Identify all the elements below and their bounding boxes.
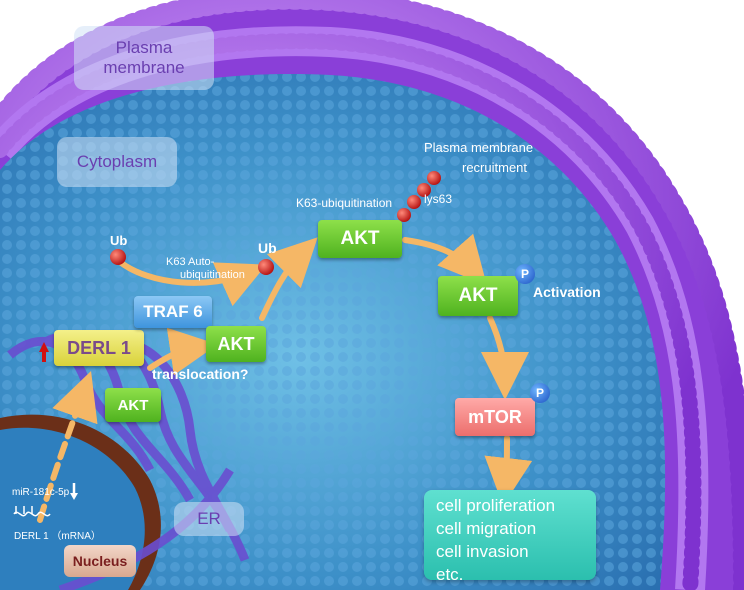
translocation-label: translocation? [152,366,249,382]
nucleus-region-label: Nucleus [64,545,136,577]
pm-recruitment-label-line1: Plasma membrane [424,140,534,155]
akt-translocated-box: AKT [206,326,266,362]
mir-label: miR-181c-5p [12,487,70,498]
plasma-membrane-label: Plasma membrane [103,38,185,77]
outcome-item: etc. [436,565,464,584]
plasma-membrane-region-label: Plasma membrane [74,26,214,90]
outcome-item: cell invasion [436,542,529,561]
k63-auto-label-line2: ubiquitination [180,269,245,281]
akt-activated-label: AKT [458,285,498,306]
outcomes-box: cell proliferation cell migration cell i… [424,490,596,584]
traf6-box: TRAF 6 [134,296,212,328]
ub-right-label: Ub [258,240,277,256]
derl1-label: DERL 1 [67,337,131,358]
nucleus-label: Nucleus [72,553,128,569]
ubiquitin-bead-left [110,249,126,265]
mrna-icon [13,506,51,517]
akt-ubiquitinated-label: AKT [340,228,380,249]
pathway-arrows [37,233,533,523]
lys63-label: lys63 [424,192,453,206]
akt-er-label: AKT [117,396,149,414]
ub-left-label: Ub [110,233,128,248]
akt-translocated-label: AKT [217,333,255,354]
ubiquitin-chain [397,171,441,222]
derl1-box: DERL 1 [54,330,144,366]
outcome-item: cell proliferation [436,496,556,515]
akt-activated-box: AKT [438,276,518,316]
pm-recruitment-label-line2: recruitment [462,160,528,175]
ubiquitin-bead-right [258,259,274,275]
k63-ubiquitination-label: K63-ubiquitination [296,196,393,210]
derl1-up-arrowhead [39,342,49,352]
k63-auto-label-line1: K63 Auto- [166,256,215,268]
activation-label: Activation [533,284,601,300]
traf6-label: TRAF 6 [143,302,203,321]
phosphate-badge-akt-label: P [520,267,529,281]
mir-down-arrowhead [70,493,78,500]
cytoplasm-label: Cytoplasm [76,152,158,171]
mrna-label: DERL 1 （mRNA） [14,531,101,542]
outcome-item: cell migration [436,519,537,538]
er-label: ER [197,509,221,528]
phosphate-badge-mtor-label: P [535,386,544,400]
mtor-box: mTOR [455,398,535,436]
akt-er-box: AKT [105,388,161,422]
mtor-label: mTOR [468,406,522,427]
er-region-label: ER [174,502,244,536]
akt-ubiquitinated-box: AKT [318,220,402,258]
cytoplasm-region-label: Cytoplasm [57,137,177,187]
phosphate-badge-akt: P [515,264,535,284]
phosphate-badge-mtor: P [530,383,550,403]
